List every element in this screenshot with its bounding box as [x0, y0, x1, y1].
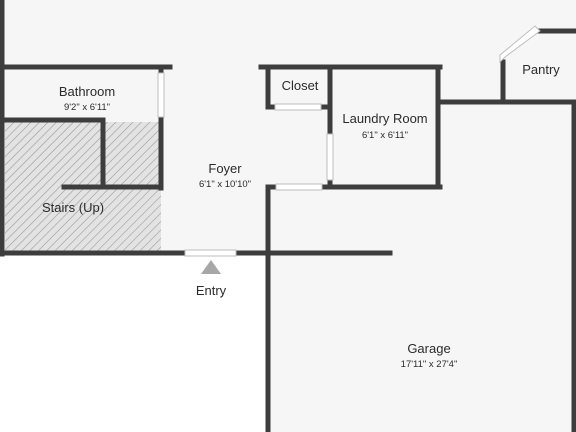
- pantry-name: Pantry: [522, 62, 560, 77]
- bathroom-door: [157, 72, 165, 118]
- garage-dims: 17'11" x 27'4": [401, 359, 458, 370]
- entry-door: [184, 249, 237, 257]
- bathroom-dims: 9'2" x 6'11": [64, 102, 110, 113]
- bathroom-name: Bathroom: [59, 84, 115, 99]
- laundry-bottom-door: [275, 183, 323, 191]
- pantry-door: [499, 25, 541, 64]
- room-labels: Bathroom 9'2" x 6'11" Stairs (Up) Foyer …: [42, 62, 560, 370]
- laundry-dims: 6'1" x 6'11": [362, 130, 408, 141]
- foyer-name: Foyer: [208, 161, 242, 176]
- laundry-door: [326, 133, 334, 181]
- garage-floor-area: [268, 254, 576, 432]
- stairs-hatch-cutout: [5, 122, 103, 186]
- entry-label: Entry: [196, 283, 227, 298]
- openings: [157, 25, 541, 257]
- foyer-dims: 6'1" x 10'10": [199, 179, 251, 190]
- garage-name: Garage: [407, 341, 450, 356]
- closet-door: [274, 103, 322, 111]
- stairs-name: Stairs (Up): [42, 200, 104, 215]
- laundry-name: Laundry Room: [342, 111, 427, 126]
- entry-arrow-icon: [201, 260, 221, 274]
- closet-name: Closet: [282, 78, 319, 93]
